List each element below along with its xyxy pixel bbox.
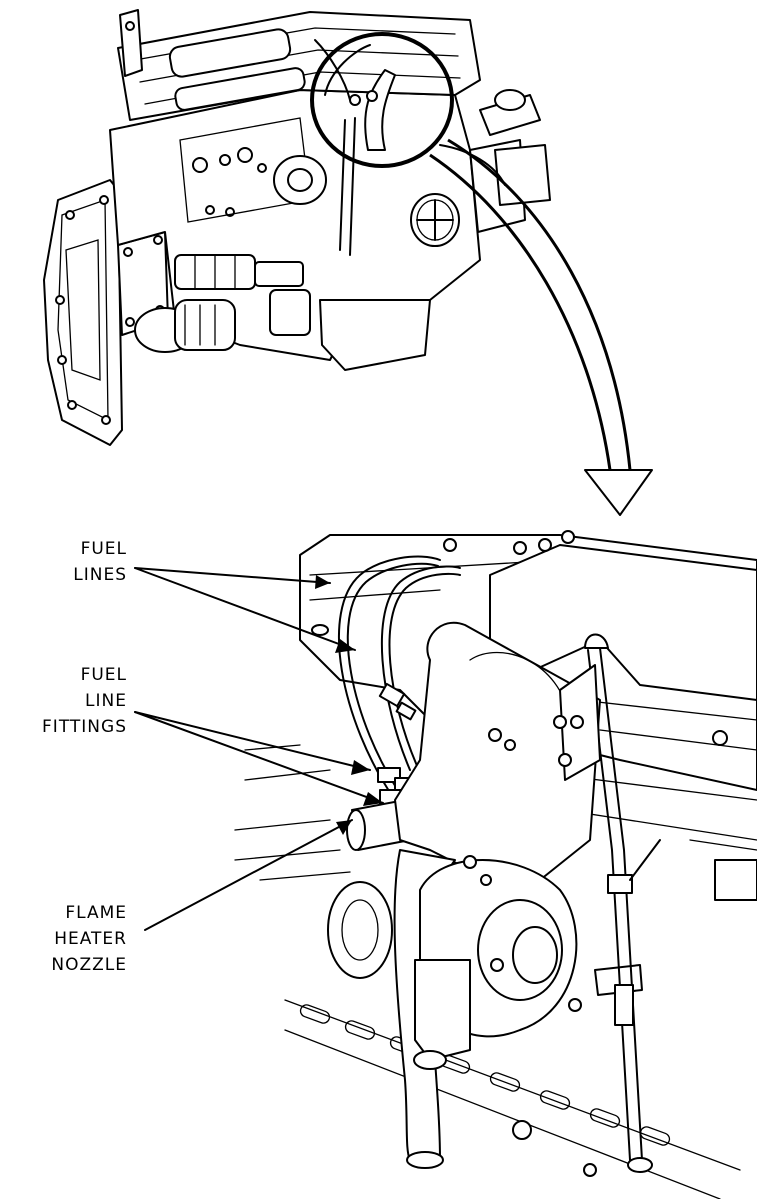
label-fuel-lines-line2: LINES (73, 565, 127, 585)
leader-fuel-lines-1 (134, 567, 331, 584)
alternator (134, 299, 236, 353)
flywheel-housing (43, 179, 123, 446)
leader-lines (134, 567, 384, 931)
fuel-lines (337, 555, 461, 801)
detail-arrow (429, 153, 612, 471)
leader-fittings-2 (134, 711, 384, 804)
label-fittings-line1: FUEL (80, 665, 127, 685)
label-flame-line3: NOZZLE (51, 955, 127, 975)
label-fuel-lines-line1: FUEL (80, 539, 127, 559)
label-fittings-line3: FITTINGS (42, 717, 127, 737)
pulley (410, 193, 460, 247)
leader-flame-heater (144, 819, 353, 931)
intake-tube (364, 69, 396, 151)
label-flame-line1: FLAME (65, 903, 127, 923)
label-fittings-line2: LINE (85, 691, 127, 711)
starter-motor (174, 254, 304, 290)
detail-arrow-head (584, 469, 653, 516)
engine-detail (234, 530, 757, 1200)
lifting-bracket (119, 9, 143, 77)
leader-fittings-1 (134, 711, 371, 771)
label-fuel-line-fittings: FUEL LINE FITTINGS (42, 662, 127, 740)
turbo-detail (327, 859, 578, 1070)
engine-overview (43, 9, 653, 516)
leader-fuel-lines-2 (134, 567, 356, 651)
detail-circle (310, 32, 454, 168)
flywheel-housing-inner (57, 199, 109, 422)
label-fuel-lines: FUEL LINES (73, 536, 127, 588)
label-flame-heater-nozzle: FLAME HEATER NOZZLE (51, 900, 127, 978)
oil-pan (319, 299, 431, 371)
label-flame-line2: HEATER (54, 929, 127, 949)
